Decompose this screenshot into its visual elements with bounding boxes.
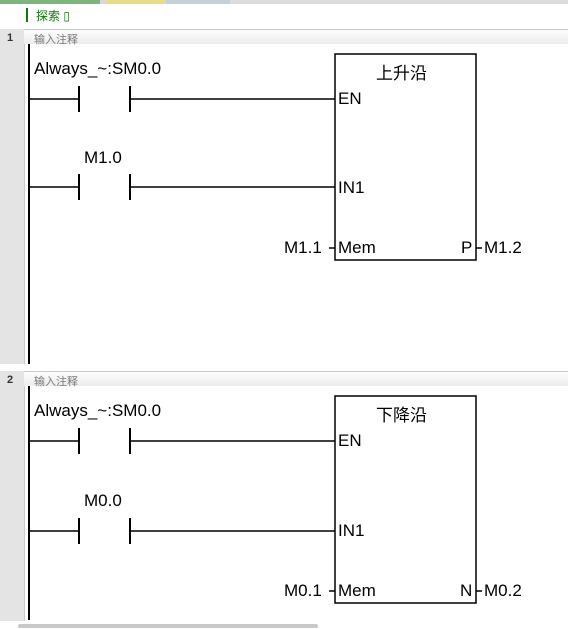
pin-out: N xyxy=(460,581,473,600)
pin-en: EN xyxy=(338,89,362,108)
network-1-header[interactable]: 输入注释 xyxy=(24,29,568,46)
ladder-diagram xyxy=(28,44,482,364)
out-address[interactable]: M1.2 xyxy=(484,238,522,257)
network-comment[interactable]: 输入注释 xyxy=(34,376,78,388)
box-title: 下降沿 xyxy=(376,406,427,425)
pin-out: P xyxy=(461,238,473,257)
mem-address[interactable]: M0.1 xyxy=(284,581,322,600)
contact-1-address[interactable]: Always_~:SM0.0 xyxy=(34,59,162,78)
ladder-diagram xyxy=(28,386,482,620)
box-title: 上升沿 xyxy=(376,64,427,83)
contact-2-address[interactable]: M0.0 xyxy=(84,491,122,510)
pin-mem: Mem xyxy=(338,238,376,257)
function-box xyxy=(334,53,477,261)
network-1-gutter[interactable]: 1 xyxy=(0,29,25,364)
network-2-gutter[interactable]: 2 xyxy=(0,371,25,621)
network-number: 1 xyxy=(7,32,14,44)
network-2-header[interactable]: 输入注释 xyxy=(24,371,568,388)
out-address[interactable]: M0.2 xyxy=(484,581,522,600)
horizontal-scrollbar[interactable] xyxy=(18,624,318,628)
pin-en: EN xyxy=(338,431,362,450)
search-marker xyxy=(26,8,28,22)
mem-address[interactable]: M1.1 xyxy=(284,238,322,257)
top-color-strip xyxy=(0,0,568,4)
network-2-rung[interactable]: Always_~:SM0.0 M0.0 下降沿 EN IN1 Mem M0.1 … xyxy=(24,386,568,620)
contact-1-address[interactable]: Always_~:SM0.0 xyxy=(34,401,162,420)
function-box xyxy=(334,395,477,604)
search-label[interactable]: 探索 ▯ xyxy=(36,9,70,23)
pin-in1: IN1 xyxy=(338,178,365,197)
pin-in1: IN1 xyxy=(338,521,365,540)
pin-mem: Mem xyxy=(338,581,376,600)
contact-2-address[interactable]: M1.0 xyxy=(84,148,122,167)
network-1-rung[interactable]: Always_~:SM0.0 M1.0 上升沿 EN IN1 Mem M1.1 … xyxy=(24,44,568,364)
network-comment[interactable]: 输入注释 xyxy=(34,34,78,46)
network-number: 2 xyxy=(7,374,14,386)
search-area[interactable]: 探索 ▯ xyxy=(26,5,568,25)
